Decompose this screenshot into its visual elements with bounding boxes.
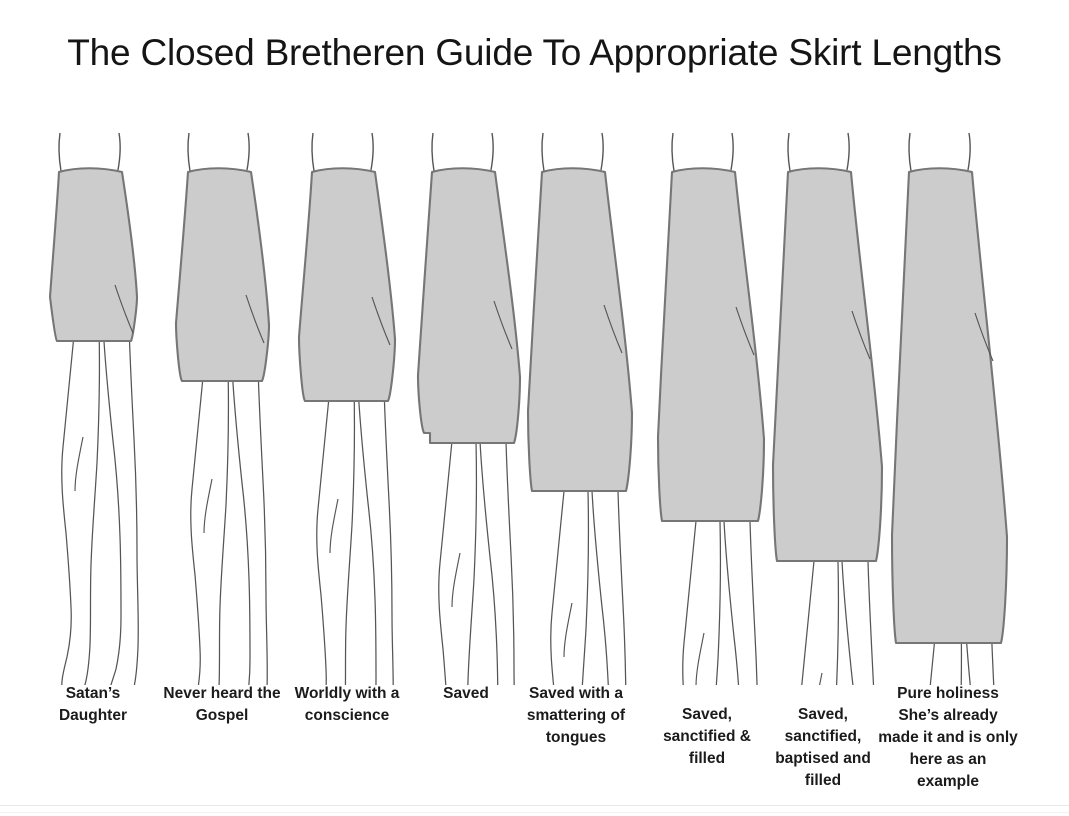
figure-label-6: Saved, sanctified & filled (663, 706, 751, 767)
figure-6-saved-sanctified-and-filled (656, 132, 766, 685)
figure-label-1: Satan’s Daughter (58, 685, 128, 724)
skirt-figures-illustration: .sk { fill: #cccccc; stroke: #767676; st… (48, 132, 1009, 685)
figure-2-never-heard-the-gospel (174, 132, 271, 685)
figure-3-worldly-with-a-conscience (297, 132, 397, 685)
figure-label-4: Saved (443, 685, 489, 702)
figure-5-saved-with-a-smattering-of-tongues (526, 132, 634, 685)
figure-label-3: Worldly with a conscience (294, 685, 400, 724)
figure-1-satans-daughter (48, 132, 139, 685)
bottom-divider-secondary (0, 812, 1069, 813)
figure-row: .sk { fill: #cccccc; stroke: #767676; st… (0, 125, 1069, 685)
figure-label-2: Never heard the Gospel (163, 685, 281, 724)
figure-label-7: Saved, sanctified, baptised and filled (775, 706, 871, 789)
page-title: The Closed Bretheren Guide To Appropriat… (67, 32, 1002, 73)
bottom-divider (0, 805, 1069, 806)
figure-label-8: Pure holiness She’s already made it and … (878, 685, 1018, 790)
figure-7-saved-sanctified-baptised-and-filled (771, 132, 884, 685)
figure-label-5: Saved with a smattering of tongues (526, 685, 626, 746)
figure-8-pure-holiness (890, 132, 1009, 685)
figure-4-saved (416, 132, 522, 685)
label-row: Satan’s Daughter Never heard the Gospel … (0, 678, 1069, 808)
